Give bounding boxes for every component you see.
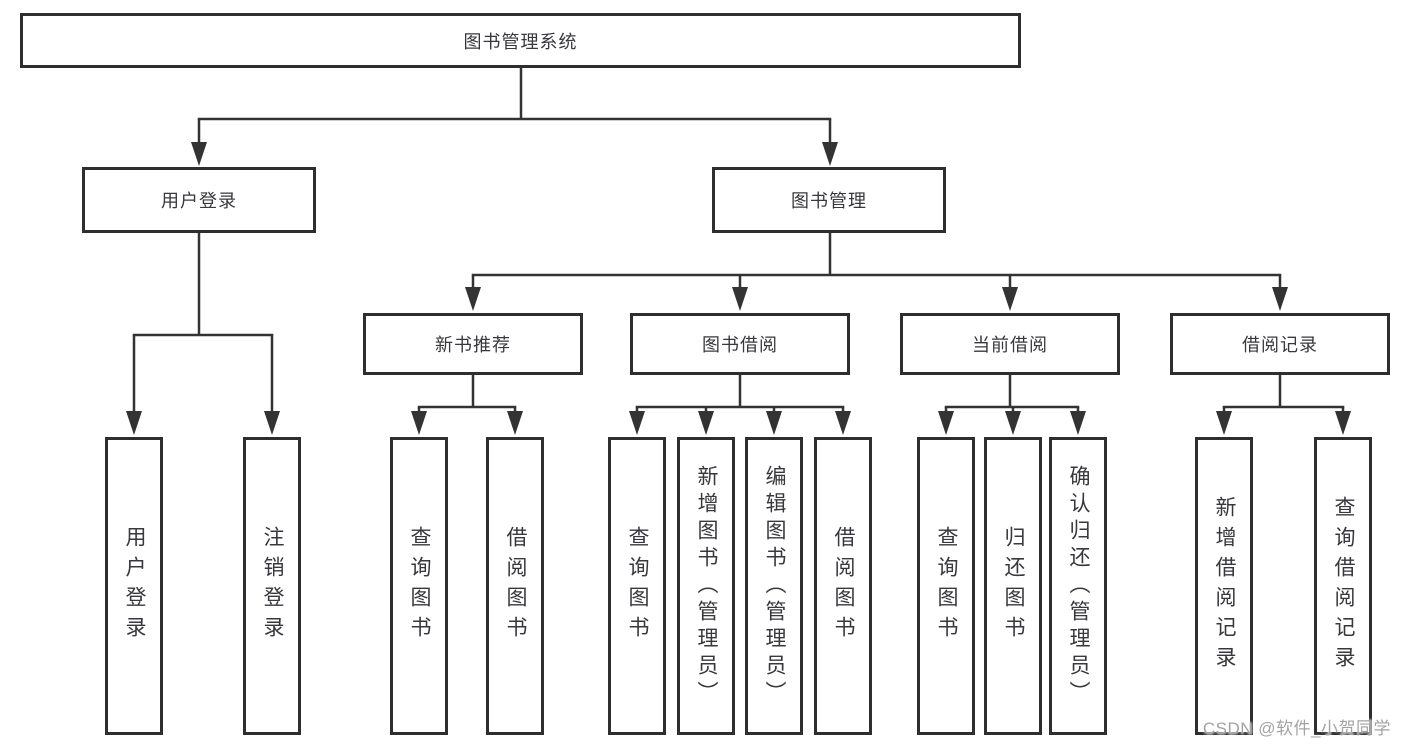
leaf-borrow-book-newbook: 借阅图书 xyxy=(486,437,544,735)
leaf-edit-book-admin: 编辑图书（管理员） xyxy=(745,437,803,735)
leaf-query-book-borrow: 查询图书 xyxy=(608,437,666,735)
node-book-borrow-label: 图书借阅 xyxy=(702,335,778,355)
node-book-borrow: 图书借阅 xyxy=(630,313,850,375)
leaf-add-borrow-record: 新增借阅记录 xyxy=(1195,437,1253,735)
watermark: CSDN @软件_小贺同学 xyxy=(1202,719,1391,738)
node-borrow-record: 借阅记录 xyxy=(1170,313,1390,375)
leaf-user-login: 用户登录 xyxy=(105,437,163,735)
leaf-query-book-current: 查询图书 xyxy=(917,437,975,735)
leaf-query-book-newbook: 查询图书 xyxy=(390,437,448,735)
node-current-borrow-label: 当前借阅 xyxy=(972,335,1048,355)
leaf-return-book: 归还图书 xyxy=(984,437,1042,735)
node-root: 图书管理系统 xyxy=(20,13,1021,68)
node-user-login: 用户登录 xyxy=(82,167,316,233)
node-book-mgmt: 图书管理 xyxy=(712,167,946,233)
node-new-book: 新书推荐 xyxy=(363,313,583,375)
node-book-mgmt-label: 图书管理 xyxy=(791,191,867,211)
node-root-label: 图书管理系统 xyxy=(463,31,578,52)
leaf-logout: 注销登录 xyxy=(243,437,301,735)
node-current-borrow: 当前借阅 xyxy=(900,313,1120,375)
leaf-query-borrow-record: 查询借阅记录 xyxy=(1314,437,1372,735)
node-borrow-record-label: 借阅记录 xyxy=(1242,335,1318,355)
leaf-borrow-book-borrow: 借阅图书 xyxy=(814,437,872,735)
leaf-confirm-return-admin: 确认归还（管理员） xyxy=(1049,437,1107,735)
leaf-add-book-admin: 新增图书（管理员） xyxy=(677,437,735,735)
node-new-book-label: 新书推荐 xyxy=(435,335,511,355)
node-user-login-label: 用户登录 xyxy=(161,191,237,211)
